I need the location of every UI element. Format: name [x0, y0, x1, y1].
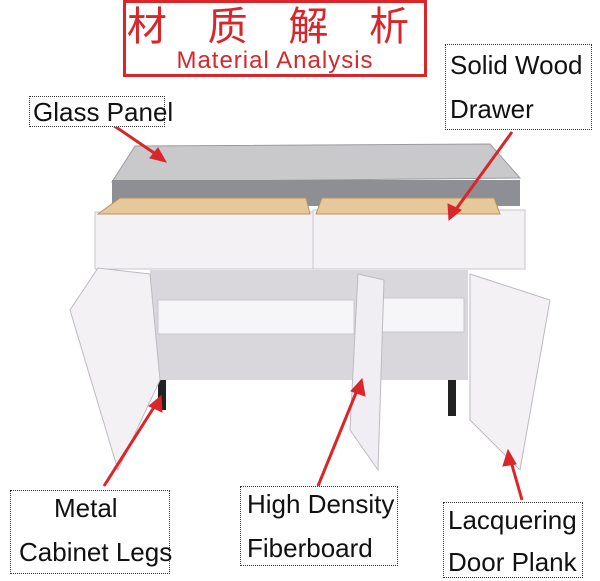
arrow-hdf: [316, 387, 360, 487]
left-drawer-box: [96, 197, 311, 215]
title-chinese: 材 质 解 析: [126, 4, 424, 50]
shelf-left: [157, 299, 355, 335]
arrow-wood-head: [447, 203, 462, 222]
left-door: [69, 267, 161, 472]
arrow-legs-head: [148, 394, 163, 413]
leg-left: [158, 380, 166, 410]
label-lacquer-line2: Door Plank: [448, 547, 577, 577]
label-lacquer: Lacquering Door Plank: [443, 502, 583, 578]
arrow-wood: [452, 131, 514, 213]
middle-door: [349, 273, 385, 472]
label-solid-wood-line2: Drawer: [450, 94, 534, 124]
shelf-right: [381, 297, 465, 333]
label-metal-line1: Metal: [54, 493, 118, 523]
label-metal-legs: Metal Cabinet Legs: [10, 490, 173, 574]
right-door: [469, 273, 551, 472]
label-hdf-line2: Fiberboard: [247, 533, 373, 563]
title-box: 材 质 解 析 Material Analysis: [123, 0, 427, 77]
label-glass-panel: Glass Panel: [29, 96, 173, 127]
title-english: Material Analysis: [176, 47, 374, 74]
arrow-glass-head: [149, 147, 168, 163]
glass-top: [111, 143, 522, 183]
label-solid-wood-line1: Solid Wood: [450, 50, 583, 80]
right-drawer-front: [312, 209, 526, 270]
label-lacquer-line1: Lacquering: [448, 505, 577, 535]
leg-right: [448, 380, 456, 416]
label-metal-line2: Cabinet Legs: [19, 537, 173, 567]
arrow-glass: [109, 121, 161, 159]
right-drawer-box: [315, 197, 501, 215]
arrow-lacquer-head: [502, 448, 517, 467]
label-hdf-line1: High Density: [247, 489, 395, 519]
label-hdf: High Density Fiberboard: [240, 486, 398, 566]
arrow-hdf-head: [350, 377, 366, 397]
arrow-legs: [102, 403, 158, 487]
label-glass-panel-text: Glass Panel: [33, 97, 174, 127]
left-drawer-front: [94, 211, 314, 270]
label-solid-wood: Solid Wood Drawer: [445, 44, 592, 130]
